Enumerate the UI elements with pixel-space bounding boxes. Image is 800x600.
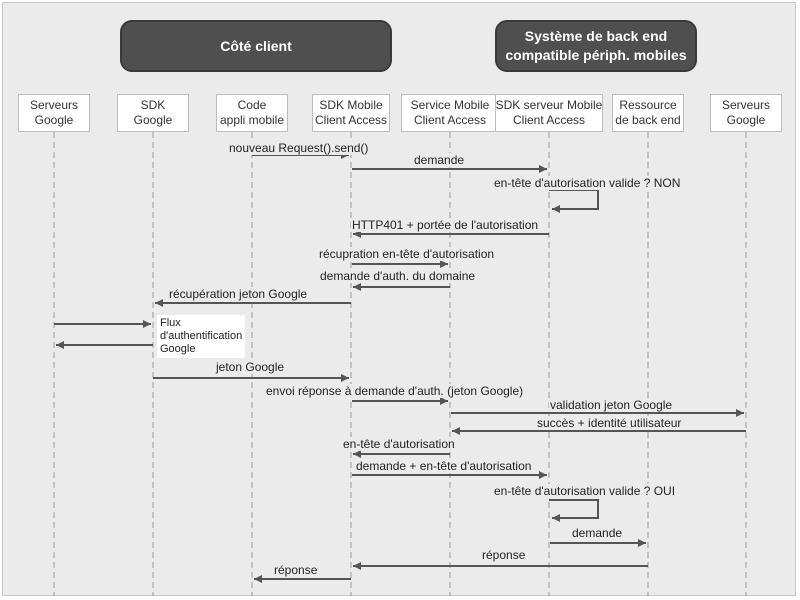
message-label: validation jeton Google	[549, 398, 674, 412]
group-backend-label: Système de back end compatible périph. m…	[505, 28, 687, 63]
actor-mca-service: Service Mobile Client Access	[401, 94, 499, 132]
actor-label: Serveurs Google	[721, 98, 771, 127]
message-label: HTTP401 + portée de l'autorisation	[351, 218, 540, 232]
google-auth-flow-note: Flux d'authentification Google	[157, 315, 246, 358]
arrow-check-no	[549, 189, 599, 213]
message-label: nouveau Request().send()	[228, 141, 370, 155]
message-label: demande	[413, 153, 466, 167]
message-label: demande	[571, 526, 624, 540]
actor-google-sdk: SDK Google	[117, 94, 189, 132]
group-client-side: Côté client	[120, 20, 392, 72]
actor-mobile-app-code: Code appli mobile	[216, 94, 288, 132]
actor-label: SDK Google	[133, 98, 173, 127]
group-client-label: Côté client	[220, 37, 292, 54]
actor-mca-server-sdk: SDK serveur Mobile Client Access	[495, 94, 603, 132]
message-label: récupération jeton Google	[168, 287, 309, 301]
actor-backend-resource: Ressource de back end	[612, 94, 684, 132]
actor-google-servers: Serveurs Google	[18, 94, 90, 132]
lifelines	[53, 132, 747, 596]
message-label: demande + en-tête d'autorisation	[355, 459, 533, 473]
group-backend-system: Système de back end compatible périph. m…	[495, 20, 697, 72]
arrow-check-yes	[549, 499, 599, 522]
actor-mca-sdk: SDK Mobile Client Access	[312, 94, 390, 132]
actor-google-servers-2: Serveurs Google	[710, 94, 782, 132]
arrows	[54, 151, 746, 583]
message-label: réponse	[481, 548, 527, 562]
actor-label: Serveurs Google	[29, 98, 79, 127]
message-label: demande d'auth. du domaine	[319, 269, 477, 283]
actor-label: Code appli mobile	[219, 98, 285, 127]
message-label: récupration en-tête d'autorisation	[318, 247, 496, 261]
actor-label: Ressource de back end	[615, 98, 681, 127]
message-label: en-tête d'autorisation	[342, 437, 456, 451]
message-label: en-tête d'autorisation valide ? OUI	[493, 484, 677, 498]
message-label: en-tête d'autorisation valide ? NON	[493, 176, 682, 190]
actor-label: SDK Mobile Client Access	[314, 98, 388, 127]
actor-label: Service Mobile Client Access	[410, 98, 490, 127]
message-label: jeton Google	[215, 360, 286, 374]
message-label: envoi réponse à demande d'auth. (jeton G…	[265, 384, 525, 398]
actor-label: SDK serveur Mobile Client Access	[495, 98, 603, 127]
message-label: réponse	[273, 563, 319, 577]
message-label: succès + identité utilisateur	[536, 416, 683, 430]
